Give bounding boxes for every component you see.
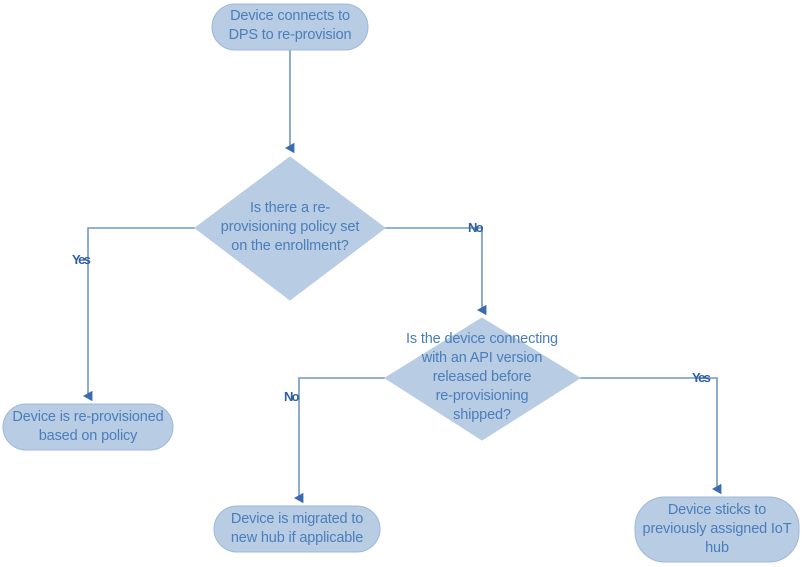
- shape-outcome-sticks-to-iot-hub: [634, 496, 800, 563]
- shape-decision-reprovisioning-policy: [194, 156, 386, 301]
- connector-api-yes: [580, 377, 722, 495]
- shape-outcome-reprovisioned-by-policy: [2, 403, 174, 451]
- connector-policy-no: [385, 227, 487, 316]
- edge-label-policy-no: No: [468, 220, 484, 235]
- connector-policy-yes: [83, 227, 195, 402]
- edge-label-api-yes: Yes: [692, 370, 711, 385]
- connector-api-no: [294, 377, 385, 504]
- shape-device-connects-to-dps: [211, 3, 369, 51]
- edge-label-policy-yes: Yes: [72, 252, 91, 267]
- edge-label-api-no: No: [284, 389, 300, 404]
- shape-decision-api-version: [384, 317, 581, 441]
- shape-outcome-migrated-new-hub: [213, 505, 381, 553]
